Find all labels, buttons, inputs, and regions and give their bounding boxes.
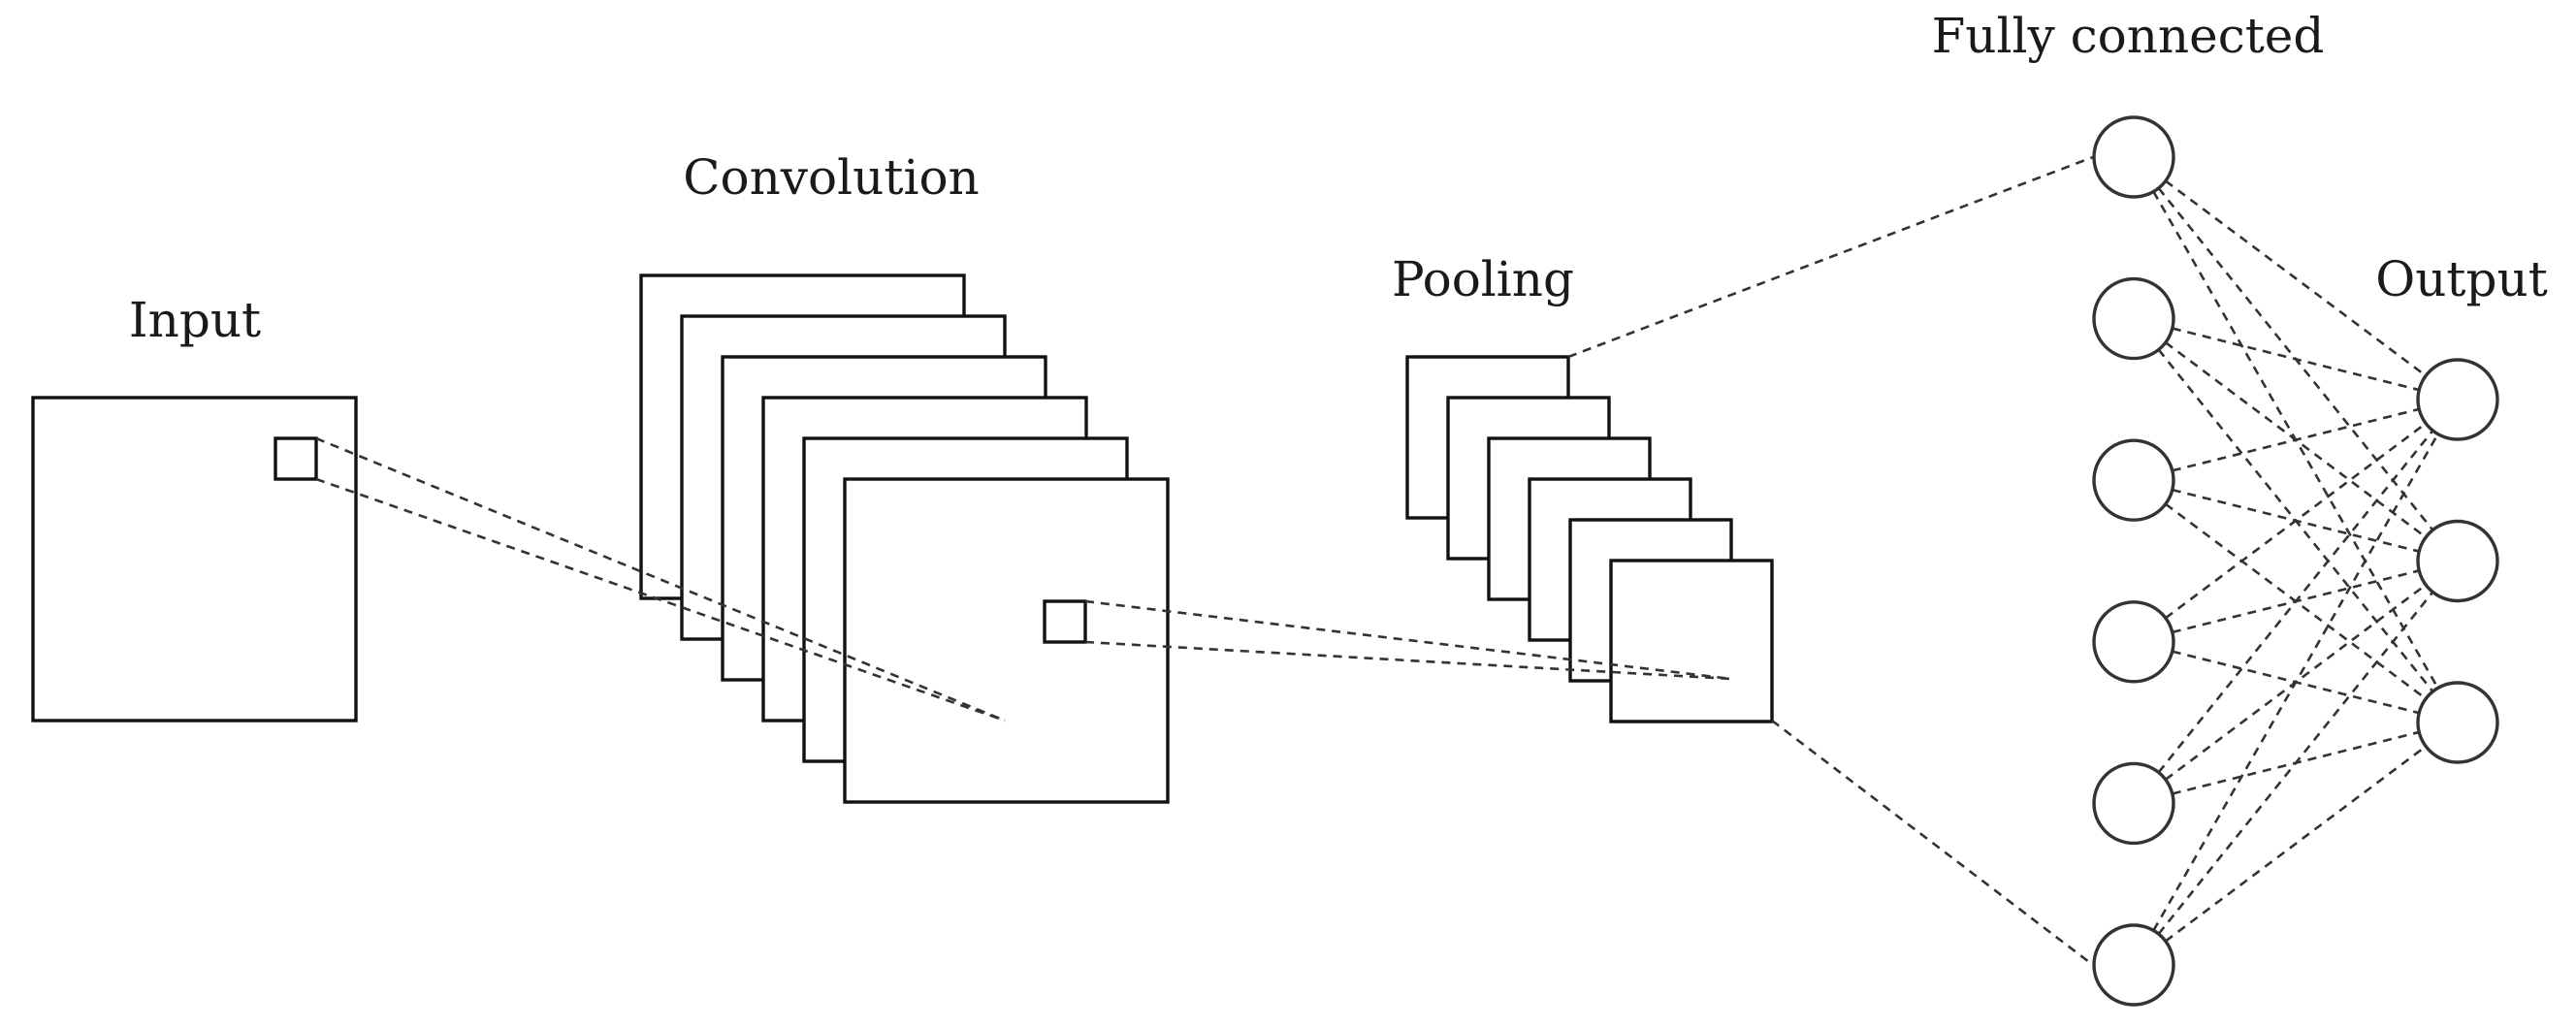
fc-to-output-connection (2165, 745, 2427, 943)
convolution-label: Convolution (683, 149, 980, 206)
output-label: Output (2375, 251, 2548, 307)
fc-to-output-connection (2172, 407, 2420, 472)
fully-connected-neuron (2092, 276, 2175, 361)
input-label: Input (129, 292, 261, 348)
fully-connected-label: Fully connected (1932, 8, 2325, 64)
fully-connected-neuron (2092, 761, 2175, 846)
fully-connected-neuron (2092, 438, 2175, 522)
output-neuron (2416, 358, 2499, 441)
convolution-feature-map (843, 477, 1170, 804)
input-to-conv-connection (315, 477, 1006, 723)
output-neuron (2416, 681, 2499, 764)
fully-connected-layer (2092, 115, 2175, 1007)
input-receptive-field (274, 436, 318, 481)
fc-to-output-connection (2165, 179, 2427, 377)
fc-to-output-connection (2157, 430, 2434, 774)
convolution-layer (639, 273, 1170, 804)
pooling-layer (1405, 355, 1774, 723)
pool-to-fc-connection (1771, 719, 2094, 967)
fully-connected-neuron (2092, 115, 2175, 199)
fully-connected-neuron (2092, 923, 2175, 1007)
convolution-receptive-field (1043, 599, 1087, 644)
fc-to-output-connection (2165, 422, 2427, 620)
fc-to-output-connection (2152, 433, 2439, 932)
pooling-feature-map (1609, 559, 1774, 723)
connections (315, 155, 2094, 967)
output-neuron (2416, 519, 2499, 603)
fc-to-output-connection (2172, 327, 2420, 392)
fc-to-output-connection (2157, 591, 2434, 935)
pooling-label: Pooling (1392, 251, 1574, 307)
input-layer (31, 396, 358, 723)
fc-to-output-connections (2152, 179, 2439, 943)
output-layer (2416, 358, 2499, 764)
fully-connected-neuron (2092, 600, 2175, 684)
pool-to-fc-connection (1567, 155, 2094, 359)
